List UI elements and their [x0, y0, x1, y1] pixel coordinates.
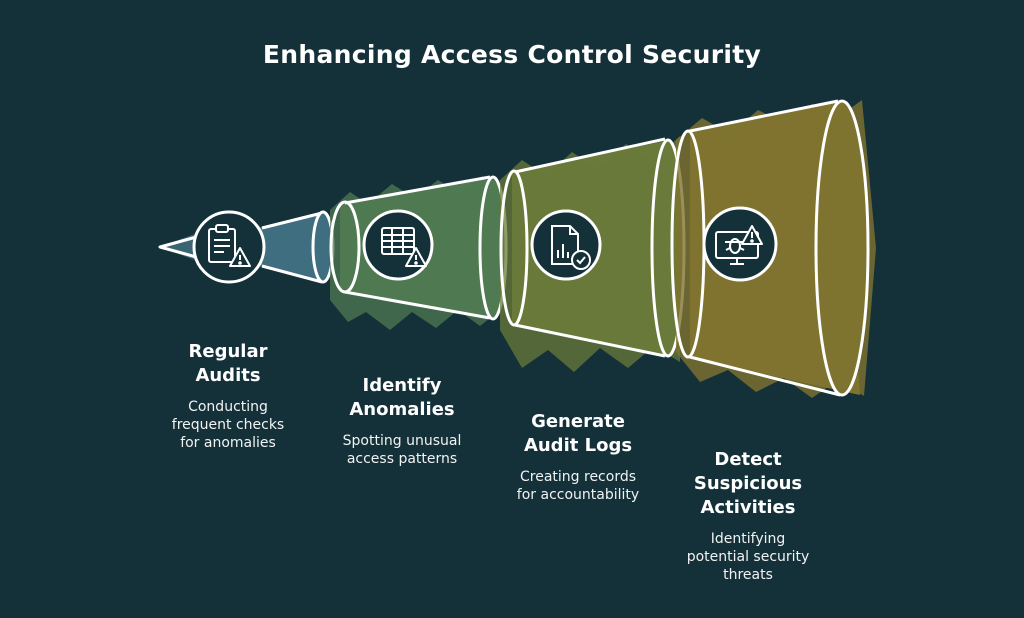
- page-title: Enhancing Access Control Security: [262, 40, 762, 69]
- step-title: Generate Audit Logs: [523, 411, 633, 456]
- step-description: Identifying potential security threats: [686, 531, 810, 583]
- step-description: Spotting unusual access patterns: [342, 433, 462, 467]
- bug-monitor-warning-icon: [715, 225, 763, 265]
- icon-circle-3: [530, 209, 602, 281]
- step-regular-audits: Regular Audits Conducting frequent check…: [148, 340, 308, 452]
- icon-circle-4: [702, 206, 778, 282]
- icon-circle-1: [192, 210, 266, 284]
- step-title: Regular Audits: [188, 341, 268, 386]
- step-detect-suspicious-activities: Detect Suspicious Activities Identifying…: [658, 448, 838, 584]
- clipboard-warning-icon: [208, 224, 251, 267]
- step-title: Identify Anomalies: [349, 375, 455, 420]
- table-warning-icon: [381, 227, 427, 267]
- funnel-segment-1: [158, 210, 335, 284]
- document-check-icon: [551, 225, 591, 270]
- step-description: Conducting frequent checks for anomalies: [171, 399, 285, 451]
- step-title: Detect Suspicious Activities: [693, 449, 803, 518]
- step-description: Creating records for accountability: [516, 469, 640, 503]
- step-identify-anomalies: Identify Anomalies Spotting unusual acce…: [312, 374, 492, 468]
- icon-circle-2: [362, 209, 434, 281]
- step-generate-audit-logs: Generate Audit Logs Creating records for…: [488, 410, 668, 504]
